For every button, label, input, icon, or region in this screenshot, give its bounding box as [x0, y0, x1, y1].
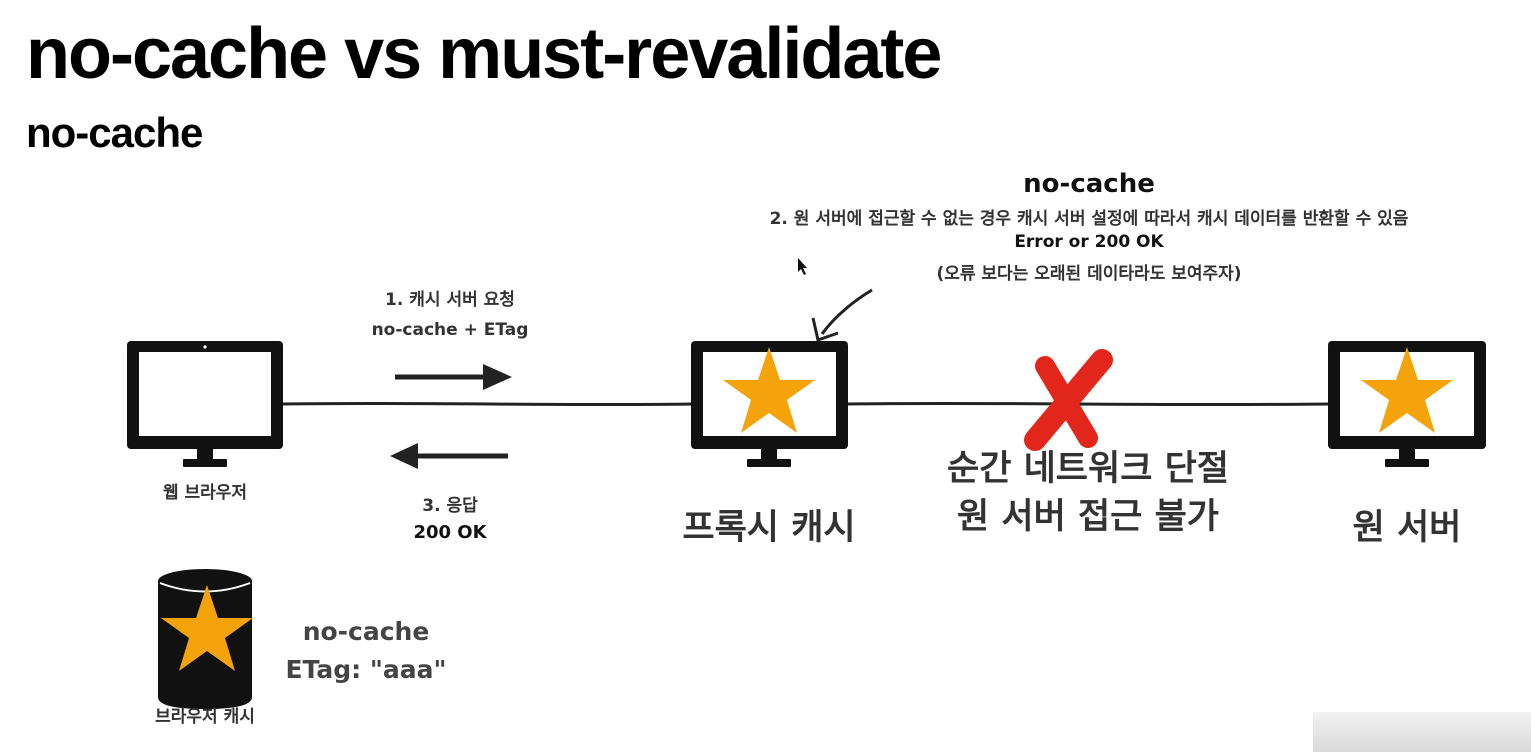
origin-monitor-icon	[1328, 341, 1486, 467]
arrow-right-icon	[395, 364, 512, 390]
database-icon	[158, 569, 253, 709]
annotation-heading: no-cache	[1023, 169, 1155, 199]
response-label: 3. 응답	[422, 496, 478, 516]
failure-line2: 원 서버 접근 불가	[957, 497, 1219, 537]
proxy-label: 프록시 캐시	[682, 508, 856, 548]
origin-star-icon	[1361, 347, 1453, 433]
annotation-line2: Error or 200 OK	[1014, 232, 1164, 252]
arrow-left-icon	[390, 443, 508, 469]
proxy-monitor-icon	[691, 341, 848, 467]
request-label: 1. 캐시 서버 요청	[385, 290, 515, 310]
cache-directive: no-cache	[302, 617, 430, 646]
browser-cache-label: 브라우저 캐시	[155, 707, 255, 727]
pointer-arrow-icon	[811, 288, 873, 342]
response-status: 200 OK	[413, 522, 487, 543]
request-detail: no-cache + ETag	[371, 320, 529, 340]
cache-etag: ETag: "aaa"	[285, 655, 447, 684]
mouse-cursor-icon	[798, 258, 807, 275]
page-subtitle: no-cache	[26, 109, 203, 156]
proxy-star-icon	[723, 347, 815, 433]
browser-monitor-icon	[127, 341, 283, 467]
annotation-line3: (오류 보다는 오래된 데이타라도 보여주자)	[936, 264, 1242, 284]
video-overlay	[1313, 712, 1531, 752]
failure-line1: 순간 네트워크 단절	[947, 449, 1229, 489]
cross-icon	[1024, 349, 1113, 451]
origin-label: 원 서버	[1352, 508, 1462, 548]
browser-label: 웹 브라우저	[162, 483, 248, 503]
annotation-line1: 2. 원 서버에 접근할 수 없는 경우 캐시 서버 설정에 따라서 캐시 데이…	[769, 209, 1409, 229]
page-title: no-cache vs must-revalidate	[26, 14, 942, 94]
database-star-icon	[161, 585, 253, 671]
